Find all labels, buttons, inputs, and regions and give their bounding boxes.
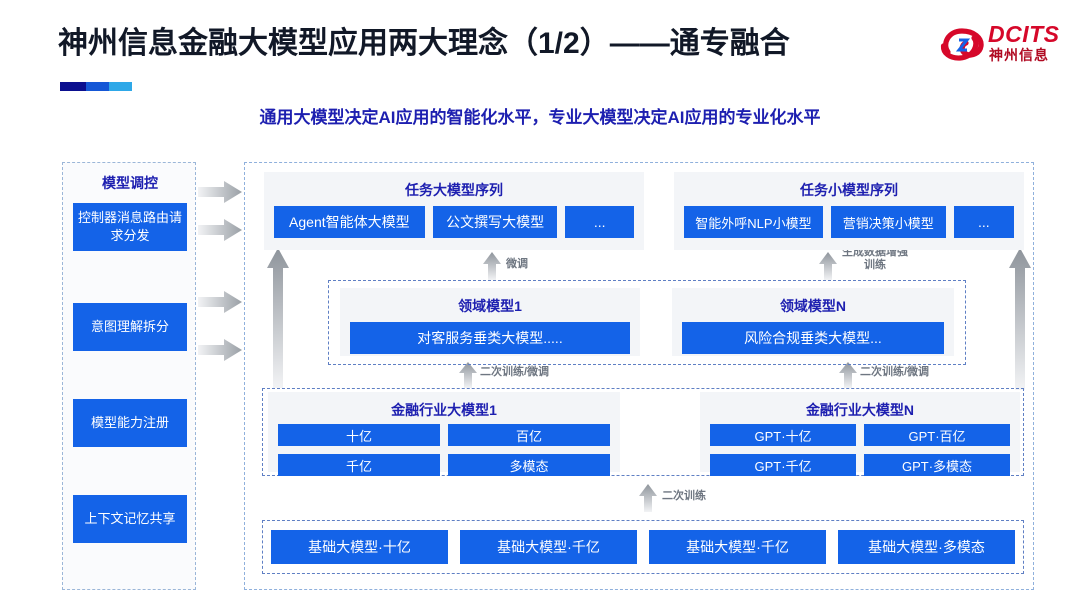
- slide-header: 神州信息金融大模型应用两大理念（1/2）——通专融合 通用大模型决定AI应用的智…: [0, 0, 1080, 140]
- domain-model-n-group: 领域模型N 风险合规垂类大模型...: [672, 288, 954, 356]
- model-control-title: 模型调控: [102, 175, 158, 191]
- chip-more[interactable]: ...: [565, 206, 634, 238]
- domain-model-dashed-container: [328, 280, 966, 365]
- dcits-swirl-icon: [940, 28, 984, 61]
- arrow-up-icon: [819, 252, 837, 280]
- arrow-label-retrain-right: 二次训练/微调: [860, 366, 930, 378]
- finance-model-1-group: 金融行业大模型1 十亿 百亿 千亿 多模态: [268, 392, 620, 476]
- task-large-chip-row: Agent智能体大模型 公文撰写大模型 ...: [264, 200, 644, 248]
- model-control-panel: 模型调控 控制器消息路由请求分发 意图理解拆分 模型能力注册 上下文记忆共享: [62, 162, 196, 590]
- chip-gpt-billion[interactable]: GPT·十亿: [710, 424, 856, 446]
- arrow-right-icon: [198, 291, 242, 313]
- control-item-context[interactable]: 上下文记忆共享: [73, 495, 187, 543]
- chip-hundred-billion[interactable]: 千亿: [278, 454, 440, 476]
- task-large-model-group: 任务大模型序列 Agent智能体大模型 公文撰写大模型 ...: [264, 172, 644, 250]
- slide-subtitle: 通用大模型决定AI应用的智能化水平，专业大模型决定AI应用的专业化水平: [259, 108, 821, 127]
- control-item-intent[interactable]: 意图理解拆分: [73, 303, 187, 351]
- arrow-label-retrain-left: 二次训练/微调: [480, 366, 550, 378]
- finance-model-1-title: 金融行业大模型1: [391, 402, 497, 418]
- domain-model-1-chip-row: 对客服务垂类大模型.....: [340, 316, 640, 364]
- arrow-up-icon: [1009, 248, 1031, 390]
- logo-text-en: DCITS: [988, 21, 1060, 47]
- finance-model-dashed-container: [262, 388, 1024, 476]
- arrow-label-retrain: 二次训练: [662, 490, 706, 502]
- chip-base-hundred-billion[interactable]: 基础大模型·千亿: [460, 530, 637, 564]
- finance-model-n-group: 金融行业大模型N GPT·十亿 GPT·百亿 GPT·千亿 GPT·多模态: [700, 392, 1020, 476]
- chip-outbound-nlp-model[interactable]: 智能外呼NLP小模型: [684, 206, 823, 238]
- chip-gpt-multimodal[interactable]: GPT·多模态: [864, 454, 1010, 476]
- task-small-model-title: 任务小模型序列: [800, 182, 898, 198]
- arrow-up-icon: [459, 362, 477, 388]
- chip-multimodal[interactable]: 多模态: [448, 454, 610, 476]
- arrow-right-icon: [198, 181, 242, 203]
- task-small-chip-row: 智能外呼NLP小模型 营销决策小模型 ...: [674, 200, 1024, 248]
- chip-billion[interactable]: 十亿: [278, 424, 440, 446]
- arrow-up-icon: [839, 362, 857, 388]
- chip-document-model[interactable]: 公文撰写大模型: [432, 206, 558, 238]
- chip-base-trillion[interactable]: 基础大模型·千亿: [649, 530, 826, 564]
- chip-base-multimodal[interactable]: 基础大模型·多模态: [838, 530, 1015, 564]
- finance-model-1-grid: 十亿 百亿 千亿 多模态: [268, 420, 620, 484]
- arrow-right-icon: [198, 219, 242, 241]
- domain-model-1-group: 领域模型1 对客服务垂类大模型.....: [340, 288, 640, 356]
- logo-text-cn: 神州信息: [989, 47, 1049, 63]
- chip-ten-billion[interactable]: 百亿: [448, 424, 610, 446]
- chip-marketing-model[interactable]: 营销决策小模型: [830, 206, 946, 238]
- company-logo: DCITS 神州信息: [940, 22, 1066, 70]
- chip-agent-model[interactable]: Agent智能体大模型: [274, 206, 425, 238]
- domain-model-1-title: 领域模型1: [458, 298, 522, 314]
- finance-model-n-title: 金融行业大模型N: [805, 402, 915, 418]
- base-model-dashed-container: 基础大模型·十亿 基础大模型·千亿 基础大模型·千亿 基础大模型·多模态: [262, 520, 1024, 574]
- chip-gpt-hundred-billion[interactable]: GPT·千亿: [710, 454, 856, 476]
- chip-gpt-ten-billion[interactable]: GPT·百亿: [864, 424, 1010, 446]
- control-item-router[interactable]: 控制器消息路由请求分发: [73, 203, 187, 251]
- title-underline-accent: [60, 82, 132, 91]
- finance-model-n-grid: GPT·十亿 GPT·百亿 GPT·千亿 GPT·多模态: [700, 420, 1020, 484]
- domain-model-n-chip-row: 风险合规垂类大模型...: [672, 316, 954, 364]
- control-item-registry[interactable]: 模型能力注册: [73, 399, 187, 447]
- chip-customer-service-model[interactable]: 对客服务垂类大模型.....: [350, 322, 630, 354]
- arrow-right-icon: [198, 339, 242, 361]
- task-large-model-title: 任务大模型序列: [405, 182, 503, 198]
- page-title: 神州信息金融大模型应用两大理念（1/2）——通专融合: [58, 27, 790, 60]
- chip-more[interactable]: ...: [953, 206, 1014, 238]
- domain-model-n-title: 领域模型N: [779, 298, 847, 314]
- arrow-up-icon: [483, 252, 501, 280]
- chip-base-billion[interactable]: 基础大模型·十亿: [271, 530, 448, 564]
- chip-risk-compliance-model[interactable]: 风险合规垂类大模型...: [682, 322, 944, 354]
- arrow-up-icon: [639, 484, 657, 512]
- arrow-up-icon: [267, 248, 289, 388]
- arrow-label-fine-tune: 微调: [506, 258, 528, 270]
- task-small-model-group: 任务小模型序列 智能外呼NLP小模型 营销决策小模型 ...: [674, 172, 1024, 250]
